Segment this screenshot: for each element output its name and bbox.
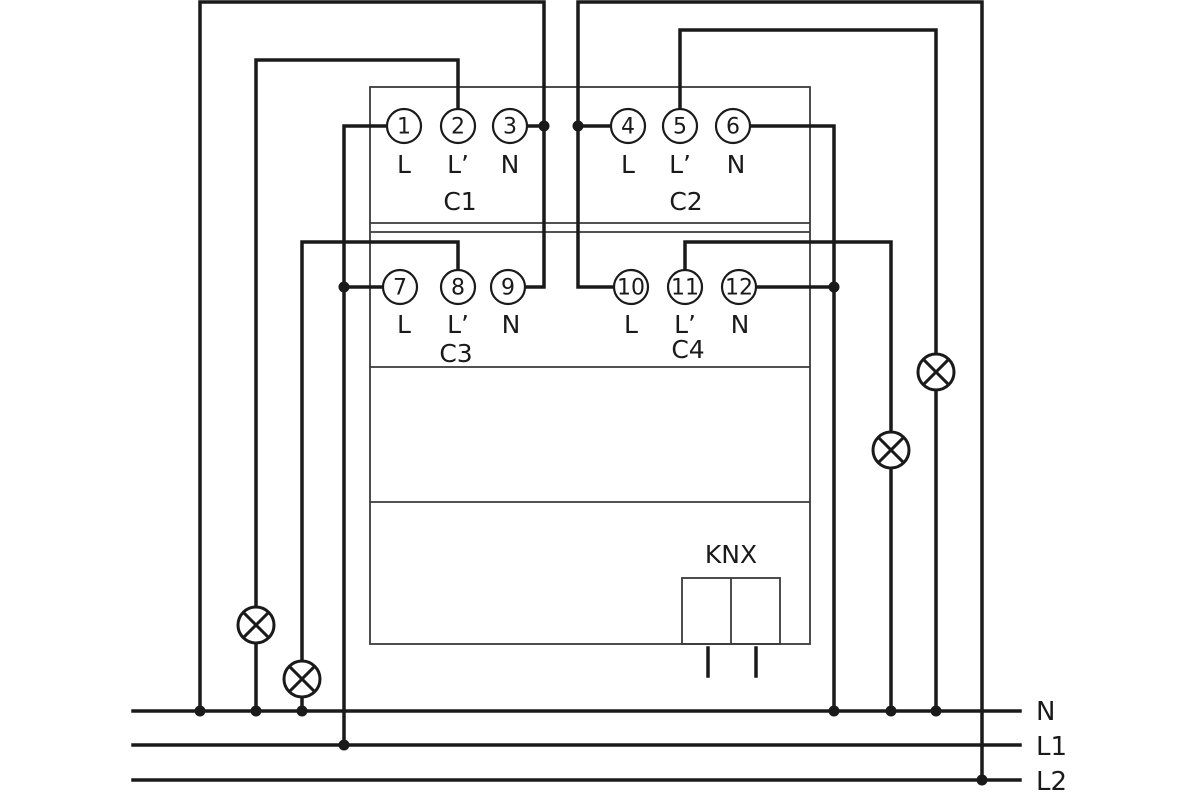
terminal-7: 7 L bbox=[381, 268, 419, 339]
wire-terminal-5-to-lamp bbox=[678, 28, 938, 356]
channel-label-c3: C3 bbox=[439, 339, 472, 368]
channel-labels: C1 C2 C3 C4 bbox=[439, 187, 704, 368]
junction-dot bbox=[976, 774, 988, 786]
junction-dot bbox=[828, 705, 840, 717]
terminal-label: L’ bbox=[447, 310, 469, 339]
terminal-number: 9 bbox=[501, 276, 515, 301]
bus-label-n: N bbox=[1036, 697, 1055, 727]
terminal-5: 5 L’ bbox=[661, 107, 699, 179]
junction-dot bbox=[885, 705, 897, 717]
channel-label-c1: C1 bbox=[443, 187, 476, 216]
lamp-icon bbox=[916, 352, 956, 392]
terminal-number: 1 bbox=[397, 115, 411, 140]
knx-label: KNX bbox=[705, 540, 757, 569]
terminal-number: 5 bbox=[673, 115, 687, 140]
terminal-label: N bbox=[501, 150, 520, 179]
terminals: 1 L 2 L’ 3 N 4 L 5 L’ 6 N bbox=[381, 107, 758, 339]
terminal-label: L bbox=[397, 150, 411, 179]
terminal-number: 6 bbox=[726, 115, 740, 140]
terminal-2: 2 L’ bbox=[439, 107, 477, 179]
actuator-housing: KNX bbox=[369, 86, 811, 678]
terminal-9: 9 N bbox=[489, 268, 527, 339]
terminal-6: 6 N bbox=[714, 107, 752, 179]
bus-label-l1: L1 bbox=[1036, 732, 1067, 762]
terminal-4: 4 L bbox=[609, 107, 647, 179]
wire-terminal-11-to-lamp bbox=[683, 240, 893, 434]
terminal-label: L bbox=[397, 310, 411, 339]
junction-dot bbox=[828, 281, 840, 293]
terminal-number: 4 bbox=[621, 115, 635, 140]
lamp-icon bbox=[236, 605, 276, 645]
channel-label-c4: C4 bbox=[671, 335, 704, 364]
terminal-label: L’ bbox=[447, 150, 469, 179]
junction-dot bbox=[338, 739, 350, 751]
junctions bbox=[194, 120, 988, 786]
lamp-icon bbox=[282, 659, 322, 699]
wire-terminal-8-to-lamp bbox=[300, 240, 460, 663]
wire-n-to-terminal-3 bbox=[198, 0, 546, 713]
bus-lines: N L1 L2 bbox=[131, 697, 1067, 797]
terminal-11: 11 L’ bbox=[666, 268, 704, 339]
wire-terminal-2-to-lamp bbox=[254, 58, 460, 609]
terminal-number: 12 bbox=[725, 276, 753, 301]
bus-label-l2: L2 bbox=[1036, 767, 1067, 797]
terminal-label: N bbox=[731, 310, 750, 339]
wire-terminal-4-to-10 bbox=[576, 124, 616, 289]
terminal-label: N bbox=[727, 150, 746, 179]
terminal-8: 8 L’ bbox=[439, 268, 477, 339]
channel-label-c2: C2 bbox=[669, 187, 702, 216]
terminal-label: L bbox=[624, 310, 638, 339]
junction-dot bbox=[250, 705, 262, 717]
wire-terminal-3-to-9 bbox=[523, 124, 546, 289]
terminal-number: 11 bbox=[671, 276, 699, 301]
terminal-label: N bbox=[502, 310, 521, 339]
junction-dot bbox=[538, 120, 550, 132]
terminal-number: 7 bbox=[393, 276, 407, 301]
junction-dot bbox=[930, 705, 942, 717]
terminal-3: 3 N bbox=[491, 107, 529, 179]
junction-dot bbox=[572, 120, 584, 132]
device-outline bbox=[369, 86, 811, 645]
terminal-label: L’ bbox=[669, 150, 691, 179]
terminal-number: 3 bbox=[503, 115, 517, 140]
terminal-number: 10 bbox=[617, 276, 645, 301]
terminal-number: 8 bbox=[451, 276, 465, 301]
wiring bbox=[198, 0, 984, 782]
junction-dot bbox=[338, 281, 350, 293]
terminal-label: L’ bbox=[674, 310, 696, 339]
terminal-number: 2 bbox=[451, 115, 465, 140]
terminal-12: 12 N bbox=[720, 268, 758, 339]
wire-l1-to-terminal-1 bbox=[342, 124, 389, 747]
wire-terminal-6-to-n bbox=[748, 124, 836, 713]
terminal-label: L bbox=[621, 150, 635, 179]
junction-dot bbox=[296, 705, 308, 717]
lamps bbox=[236, 352, 956, 699]
terminal-1: 1 L bbox=[385, 107, 423, 179]
junction-dot bbox=[194, 705, 206, 717]
terminal-10: 10 L bbox=[612, 268, 650, 339]
lamp-icon bbox=[871, 430, 911, 470]
wire-l2-to-terminal-4 bbox=[576, 0, 984, 782]
